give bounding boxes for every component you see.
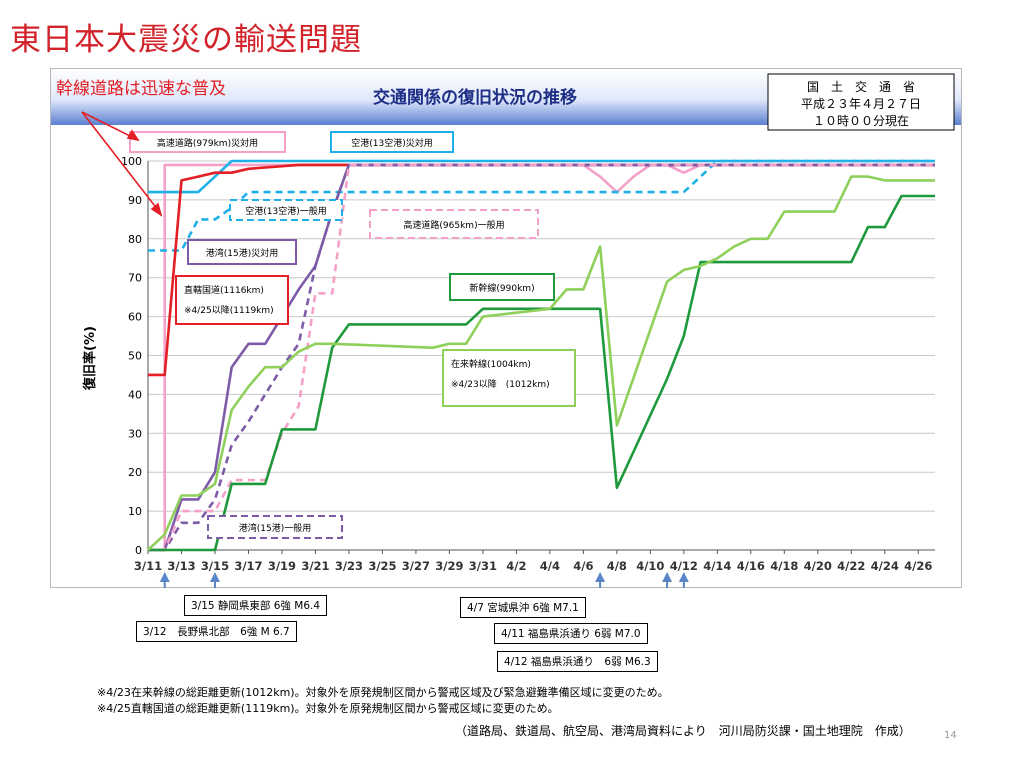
legend-box [187, 239, 297, 265]
y-tick-label: 10 [128, 505, 142, 518]
x-tick-label: 3/29 [435, 559, 463, 573]
x-tick-label: 3/19 [268, 559, 296, 573]
x-tick-label: 4/4 [540, 559, 560, 573]
x-tick-label: 3/13 [167, 559, 195, 573]
x-tick-label: 4/2 [506, 559, 526, 573]
earthquake-label: 3/15 静岡県東部 6強 M6.4 [184, 595, 328, 616]
x-tick-label: 3/15 [201, 559, 229, 573]
legend-label: 高速道路(979km)災対用 [157, 137, 258, 149]
legend-label: 新幹線(990km) [469, 282, 534, 294]
legend-label: 空港(13空港)一般用 [245, 205, 326, 217]
series-line [148, 159, 935, 252]
legend-label: 高速道路(965km)一般用 [403, 219, 504, 231]
x-tick-label: 3/17 [234, 559, 262, 573]
chart-border [50, 68, 962, 588]
callout-arrows [81, 111, 163, 217]
y-tick-label: 100 [121, 155, 142, 168]
earthquake-arrowhead [159, 572, 170, 582]
source-note: （道路局、鉄道局、航空局、港湾局資料により 河川局防災課・国土地理院 作成） [455, 724, 911, 738]
legend-box [175, 275, 289, 325]
x-tick-label: 4/12 [670, 559, 698, 573]
footnote-2: ※4/25直轄国道の総距離更新(1119km)。対象外を原発規制区間から警戒区域… [97, 702, 559, 715]
y-axis-label: 復旧率(%) [82, 326, 98, 391]
x-tick-label: 3/25 [368, 559, 396, 573]
recovery-line-chart: 0 10 20 30 40 50 60 70 80 90 100 3/11 3/13 3/15 3/17 3/… [50, 68, 962, 588]
legend-label: ※4/23以降 (1012km) [451, 378, 550, 390]
x-tick-label: 4/22 [837, 559, 865, 573]
x-tick-label: 4/18 [770, 559, 798, 573]
series-line [147, 175, 935, 551]
legend-box [330, 131, 454, 153]
legend-box [207, 515, 343, 539]
legend-box [449, 273, 555, 301]
y-tick-label: 60 [128, 311, 142, 324]
date-stamp: 国 土 交 通 省 平成２３年４月２７日 １０時００分現在 [767, 73, 955, 131]
y-tick-label: 50 [128, 350, 142, 363]
x-tick-label: 4/20 [804, 559, 832, 573]
legend-box [229, 199, 343, 221]
x-tick-label: 4/8 [607, 559, 627, 573]
legend-label: 空港(13空港)災対用 [351, 137, 432, 149]
earthquake-label: 4/12 福島県浜通り 6弱 M6.3 [497, 651, 658, 672]
x-tick-label: 3/23 [335, 559, 363, 573]
legend-label: 港湾(15港)災対用 [206, 247, 278, 259]
chart-frame: 0 10 20 30 40 50 60 70 80 90 100 3/11 3/13 3/15 3/17 3/… [50, 68, 962, 588]
page-number: 14 [944, 730, 957, 741]
date-stamp-line-1: 国 土 交 通 省 [807, 79, 915, 94]
x-tick-label: 4/6 [573, 559, 593, 573]
x-tick-label: 4/10 [636, 559, 664, 573]
legend-box [369, 209, 539, 239]
y-tick-label: 90 [128, 194, 142, 207]
y-tick-label: 20 [128, 466, 142, 479]
earthquake-arrowhead [595, 572, 606, 582]
slide-title: 東日本大震災の輸送問題 [10, 22, 362, 58]
earthquake-arrowhead [678, 572, 689, 582]
earthquake-label: 4/11 福島県浜通り 6弱 M7.0 [494, 623, 648, 644]
y-tick-label: 0 [135, 544, 142, 557]
x-tick-label: 4/14 [703, 559, 731, 573]
highlight-callout: 幹線道路は迅速な普及 [56, 78, 226, 99]
legend-label: 港湾(15港)一般用 [239, 522, 311, 534]
legend-label: 直轄国道(1116km) [184, 284, 264, 296]
y-tick-label: 70 [128, 272, 142, 285]
date-stamp-line-3: １０時００分現在 [813, 114, 909, 128]
legend-box [129, 131, 286, 153]
x-tick-label: 4/16 [737, 559, 765, 573]
date-stamp-line-2: 平成２３年４月２７日 [801, 97, 921, 111]
x-tick-label: 4/24 [871, 559, 899, 573]
x-tick-label: 3/11 [134, 559, 162, 573]
legend-label: ※4/25以降(1119km) [184, 304, 274, 316]
x-tick-label: 4/26 [904, 559, 932, 573]
legend-box [442, 349, 576, 407]
y-tick-label: 40 [128, 388, 142, 401]
chart-title: 交通関係の復旧状況の推移 [373, 87, 577, 108]
series-line [148, 163, 935, 377]
x-tick-label: 3/31 [469, 559, 497, 573]
footnote-1: ※4/23在来幹線の総距離更新(1012km)。対象外を原発規制区間から警戒区域… [97, 686, 669, 699]
y-tick-label: 80 [128, 233, 142, 246]
legend-label: 在来幹線(1004km) [451, 358, 531, 370]
earthquake-label: 3/12 長野県北部 6強 M 6.7 [136, 621, 297, 642]
y-tick-label: 30 [128, 427, 142, 440]
earthquake-label: 4/7 宮城県沖 6強 M7.1 [460, 597, 586, 618]
x-tick-label: 3/27 [402, 559, 430, 573]
earthquake-arrowhead [662, 572, 673, 582]
x-tick-label: 3/21 [301, 559, 329, 573]
series-line [148, 159, 935, 194]
earthquake-arrowhead [209, 572, 220, 582]
